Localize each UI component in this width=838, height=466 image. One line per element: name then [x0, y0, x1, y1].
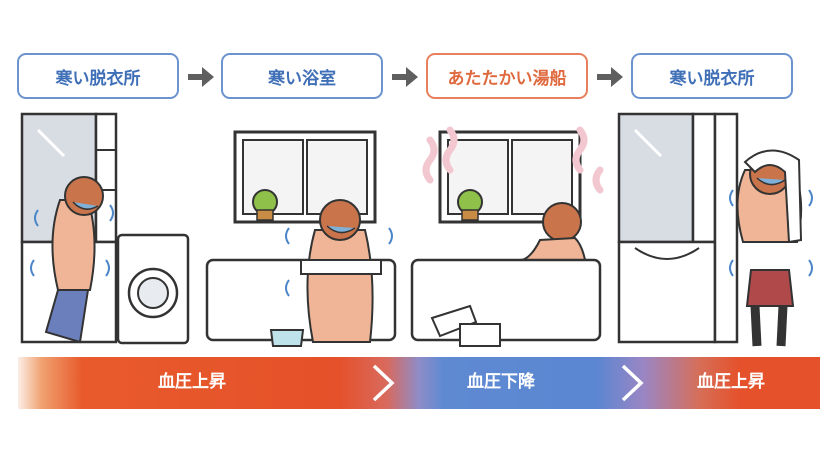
scene-cold-bathroom	[205, 130, 397, 347]
scene-cold-dressing-room	[20, 112, 190, 345]
step-cold-dressing-room: 寒い脱衣所	[17, 53, 179, 99]
scene-warm-bathtub	[410, 126, 604, 347]
step-label: 寒い脱衣所	[55, 68, 141, 89]
arrow-right-icon	[188, 67, 214, 87]
arrow-right-icon	[392, 67, 418, 87]
chevron-right-icon	[621, 364, 644, 402]
bp-fall-label: 血圧下降	[467, 372, 535, 392]
step-label: 寒い脱衣所	[669, 68, 755, 89]
step-cold-bathroom: 寒い浴室	[221, 53, 383, 99]
bp-rise-label: 血圧上昇	[158, 372, 226, 392]
chevron-right-icon	[372, 364, 395, 402]
arrow-right-icon	[597, 67, 623, 87]
blood-pressure-band	[18, 357, 820, 409]
step-warm-bathtub: あたたかい湯船	[426, 53, 588, 99]
step-label: 寒い浴室	[268, 68, 336, 89]
scene-cold-dressing-room-after	[617, 112, 813, 347]
step-label: あたたかい湯船	[447, 68, 567, 89]
bp-rise-label: 血圧上昇	[697, 372, 765, 392]
step-cold-dressing-room-after: 寒い脱衣所	[631, 53, 793, 99]
